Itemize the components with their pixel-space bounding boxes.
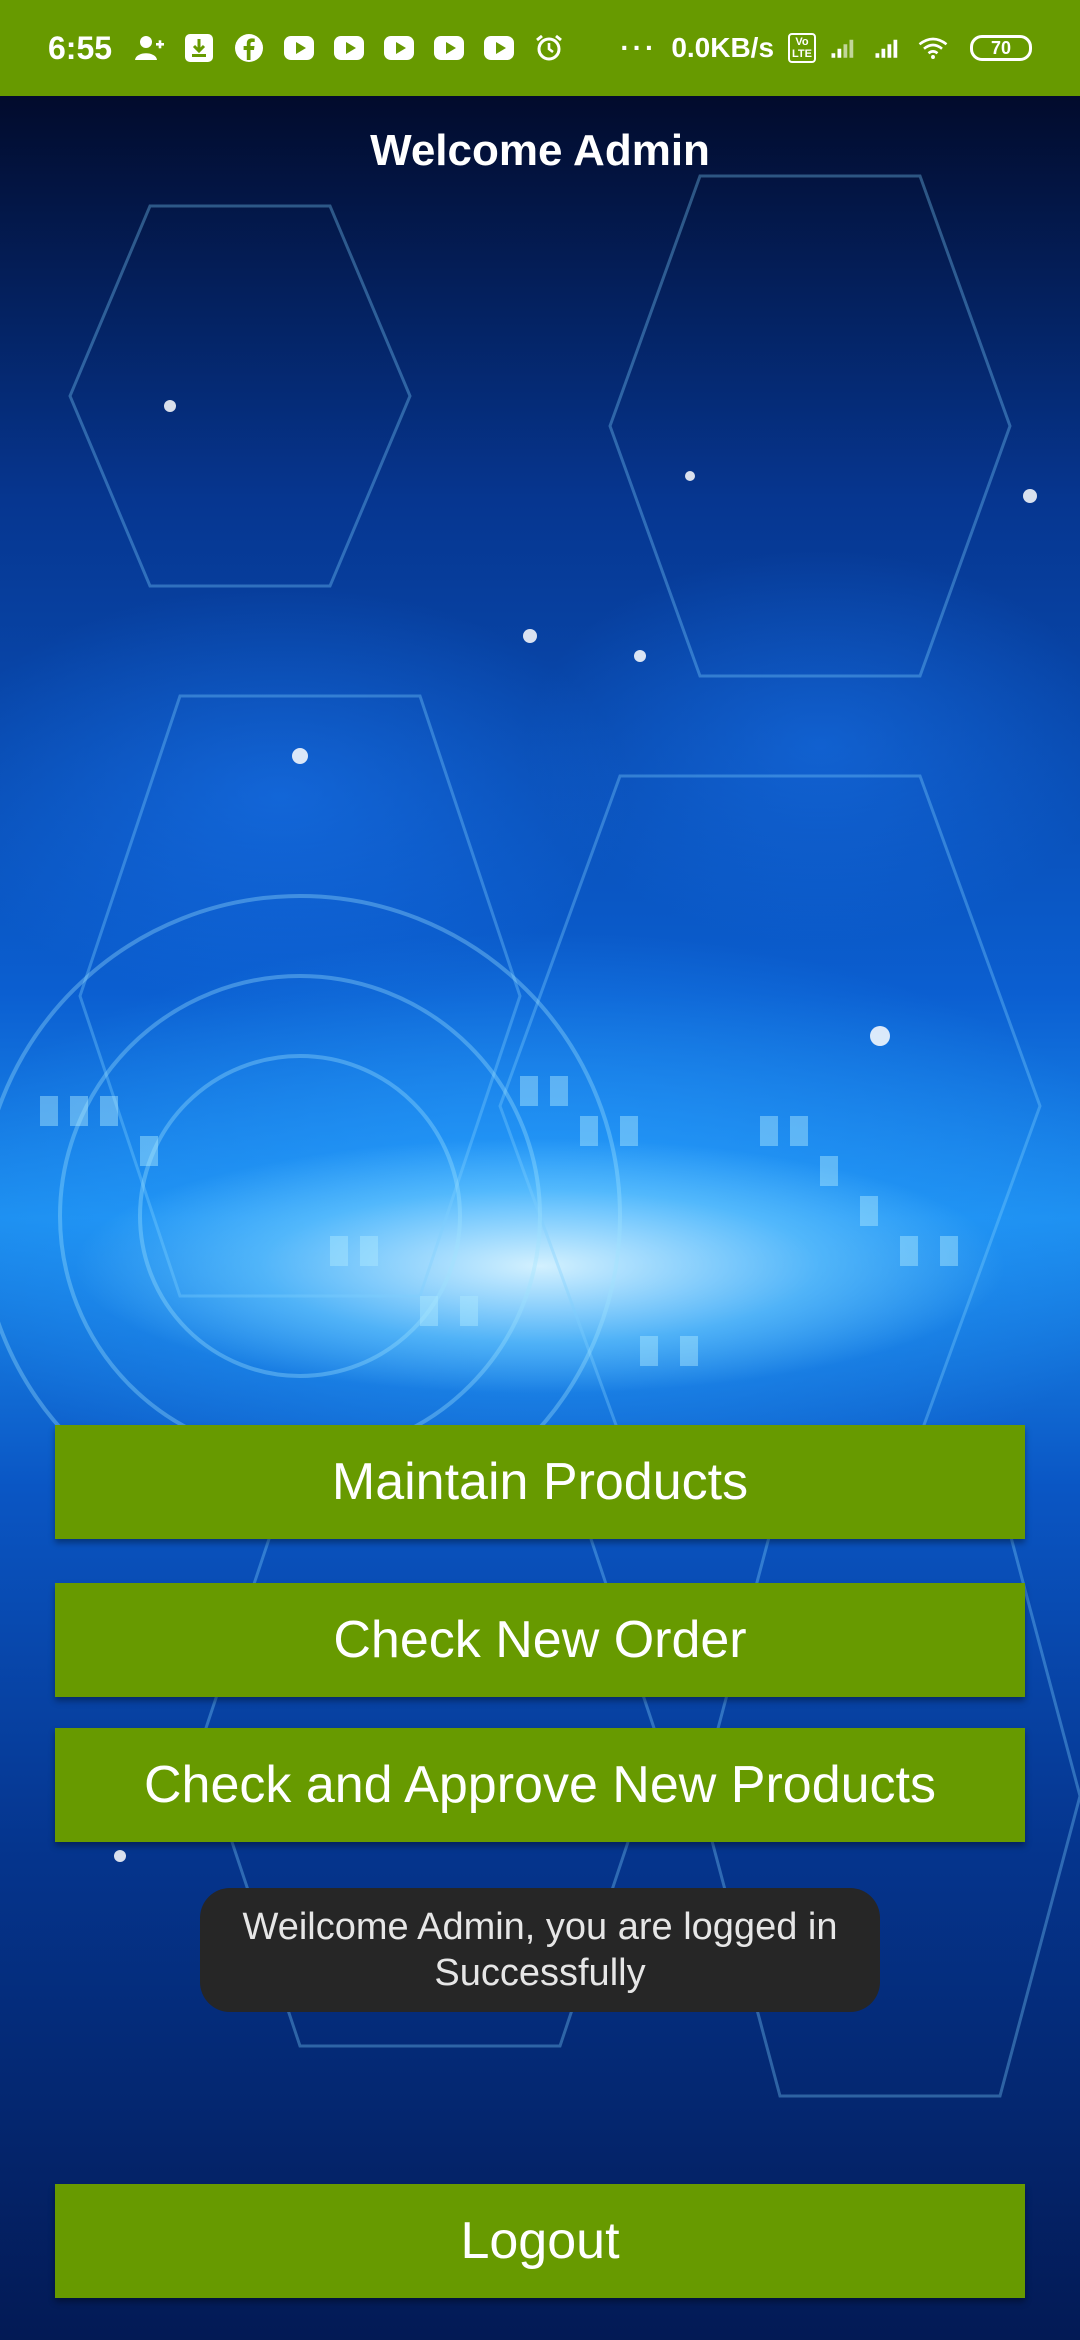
approve-new-products-button[interactable]: Check and Approve New Products	[55, 1728, 1025, 1842]
alarm-icon	[534, 33, 564, 63]
maintain-products-button[interactable]: Maintain Products	[55, 1425, 1025, 1539]
status-time: 6:55	[48, 29, 113, 66]
logout-button[interactable]: Logout	[55, 2184, 1025, 2298]
toast-message-line: Successfully	[434, 1952, 646, 1994]
wifi-icon	[918, 33, 948, 63]
login-success-toast: Weilcome Admin, you are logged in Succes…	[200, 1888, 880, 2012]
check-new-order-button[interactable]: Check New Order	[55, 1583, 1025, 1697]
page-title: Welcome Admin	[370, 126, 710, 175]
youtube-icon	[284, 33, 315, 63]
network-speed: 0.0KB/s	[671, 32, 775, 63]
youtube-icon	[334, 33, 365, 63]
more-notifications-icon: ···	[620, 32, 658, 63]
toast-message-line: Weilcome Admin, you are logged in	[242, 1906, 838, 1948]
youtube-icon	[484, 33, 515, 63]
download-icon	[184, 33, 214, 63]
signal-icon	[874, 33, 904, 63]
notification-icons	[134, 33, 564, 63]
youtube-icon	[384, 33, 415, 63]
signal-icon	[830, 33, 860, 63]
add-contact-icon	[134, 33, 165, 63]
battery-icon: 70	[970, 35, 1032, 61]
facebook-icon	[234, 33, 264, 63]
youtube-icon	[434, 33, 465, 63]
